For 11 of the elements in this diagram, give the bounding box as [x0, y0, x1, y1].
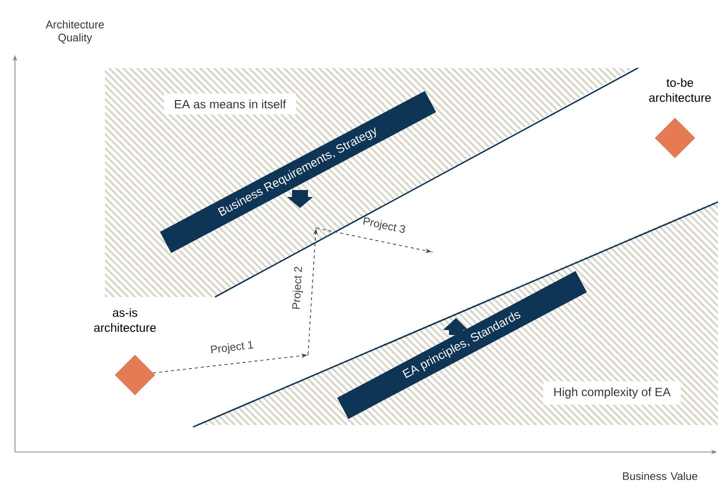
region-label: High complexity of EA [543, 381, 681, 405]
edge-label: Project 1 [210, 340, 254, 354]
region-label: EA as means in itself [164, 94, 296, 114]
axis-title: Architecture Quality [46, 20, 104, 44]
diamond-marker [654, 118, 696, 158]
node-caption: to-be architecture [649, 78, 711, 102]
node-caption: as-is architecture [94, 308, 156, 332]
edge-label: Project 2 [292, 266, 303, 309]
axis-title: Business Value [623, 472, 698, 480]
edge-label: Project 3 [363, 217, 406, 233]
diamond-marker [114, 354, 156, 396]
